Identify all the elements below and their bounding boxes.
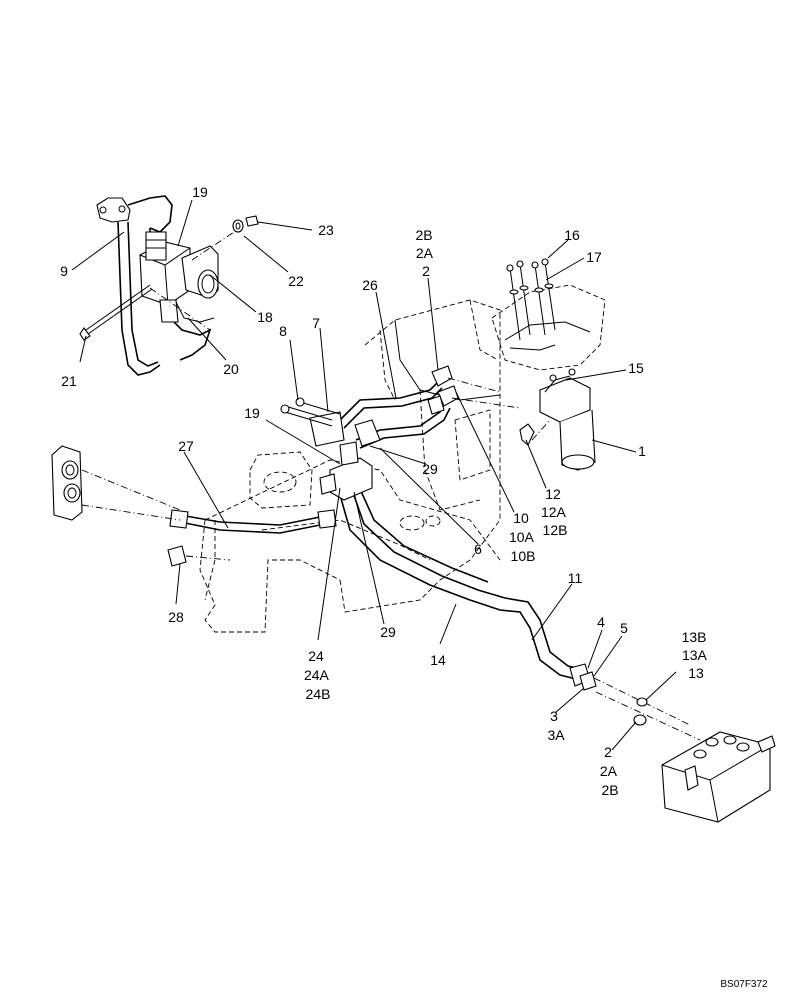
callout-9: 9 <box>60 263 68 279</box>
drawing-reference: BS07F372 <box>720 979 768 990</box>
steering-column <box>491 258 606 471</box>
callout-28: 28 <box>168 609 184 625</box>
callout-3-3a: 3 3A <box>547 708 565 743</box>
callout-29-lower: 29 <box>380 624 396 640</box>
callout-2-2a-2b-bottom: 2 2A 2B <box>600 744 620 798</box>
callout-22: 22 <box>288 273 304 289</box>
callout-6: 6 <box>474 541 482 557</box>
callout-19: 19 <box>192 184 208 200</box>
callout-1: 1 <box>638 443 646 459</box>
callout-23: 23 <box>318 222 334 238</box>
control-valve <box>633 697 776 823</box>
leader-lines <box>71 199 677 751</box>
callout-11: 11 <box>568 570 583 586</box>
callout-14: 14 <box>430 652 446 668</box>
callout-19-lower: 19 <box>244 405 260 421</box>
callout-4: 4 <box>597 614 605 630</box>
callout-20: 20 <box>223 361 239 377</box>
callout-24-24a-24b: 24 24A 24B <box>304 648 332 702</box>
hydraulic-hoses <box>169 365 701 741</box>
callout-7: 7 <box>312 315 320 331</box>
callout-10-10a-10b: 10 10A 10B <box>509 510 537 564</box>
manifold-plate <box>51 445 231 567</box>
callout-27: 27 <box>178 438 194 454</box>
callout-16: 16 <box>564 227 580 243</box>
callout-labels: 19 9 23 22 18 21 20 2B 2A 2 16 17 26 8 7… <box>60 184 711 798</box>
callout-21: 21 <box>61 373 77 389</box>
callout-8: 8 <box>279 323 287 339</box>
callout-13-13a-13b: 13B 13A 13 <box>682 629 711 681</box>
loader-frame <box>199 299 501 633</box>
callout-15: 15 <box>628 360 644 376</box>
callout-12-12a-12b: 12 12A 12B <box>541 486 569 538</box>
callout-17: 17 <box>586 249 602 265</box>
callout-29-upper: 29 <box>422 461 438 477</box>
pedal-valve-assembly <box>79 195 259 376</box>
callout-26: 26 <box>362 277 378 293</box>
callout-5: 5 <box>620 620 628 636</box>
callout-2-2a-2b-top: 2B 2A 2 <box>415 227 436 279</box>
callout-18: 18 <box>257 309 273 325</box>
